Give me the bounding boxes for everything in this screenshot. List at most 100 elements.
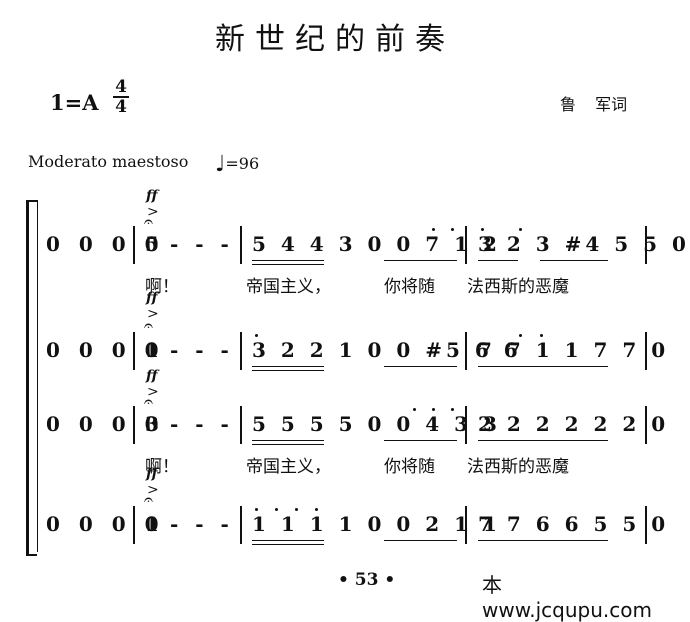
measure-2: 5 5 5 5 0 0 4 3 3 <box>252 412 501 436</box>
beam <box>252 260 324 261</box>
measure-3: 2 2 2 2 2 2 0 <box>478 412 670 436</box>
fermata-icon: 𝄐 <box>144 490 153 509</box>
accent-mark: > <box>147 204 159 220</box>
beam <box>540 260 608 261</box>
dynamic-marking: ff <box>146 290 158 306</box>
beam <box>252 366 324 367</box>
lyric-line: 你将随 <box>384 457 435 477</box>
beam <box>384 366 457 367</box>
measure-3: 3 2 3 #4 5 5 0 <box>478 232 690 256</box>
site-watermark: 本www.jcqupu.com <box>482 573 652 622</box>
system-bracket-line <box>37 200 38 552</box>
beam <box>252 444 324 445</box>
octave-dot <box>540 334 543 337</box>
barline <box>240 226 242 264</box>
time-signature: 4 4 <box>113 78 129 116</box>
lyric-line: 啊！ <box>145 457 179 477</box>
beam <box>252 370 324 371</box>
time-sig-bottom: 4 <box>115 97 127 117</box>
octave-dot <box>432 228 435 231</box>
barline <box>645 226 647 264</box>
barline <box>465 506 467 544</box>
beam <box>252 264 324 265</box>
barline <box>240 506 242 544</box>
hold-dashes: - - - <box>170 512 234 536</box>
octave-dot <box>432 408 435 411</box>
measure-2: 5 4 4 3 0 0 7 1 2 <box>252 232 501 256</box>
barline <box>645 506 647 544</box>
lyricist-credit: 鲁 军词 <box>560 95 628 114</box>
staff-rests: 0 0 0 0 <box>46 232 165 256</box>
octave-dot <box>451 228 454 231</box>
beam <box>384 540 457 541</box>
barline <box>645 332 647 370</box>
barline <box>133 506 135 544</box>
octave-dot <box>275 508 278 511</box>
fermata-icon: 𝄐 <box>144 316 153 335</box>
octave-dot <box>413 408 416 411</box>
octave-dot <box>519 334 522 337</box>
hold-dashes: - - - <box>170 412 234 436</box>
score-title: 新世纪的前奏 <box>215 22 455 57</box>
beam <box>252 440 324 441</box>
tempo-marking: Moderato maestoso <box>28 152 189 171</box>
barline <box>240 332 242 370</box>
beam <box>478 260 518 261</box>
barline <box>133 332 135 370</box>
beam <box>478 540 608 541</box>
measure-2: 1 1 1 1 0 0 2 1 1 <box>252 512 501 536</box>
barline <box>465 226 467 264</box>
beam <box>252 540 324 541</box>
dynamic-marking: ff <box>146 368 158 384</box>
beam <box>384 440 457 441</box>
hold-dashes: - - - <box>170 338 234 362</box>
beam <box>252 544 324 545</box>
system-bracket <box>26 200 37 556</box>
held-note: 3 <box>145 412 164 436</box>
staff-rests: 0 0 0 0 <box>46 512 165 536</box>
lyric-line: 法西斯的恶魔 <box>467 277 569 297</box>
octave-dot <box>519 228 522 231</box>
beam <box>384 260 457 261</box>
accent-mark: > <box>147 384 159 400</box>
lyric-line: 啊！ <box>145 277 179 297</box>
dynamic-marking: ff <box>146 466 158 482</box>
beam <box>478 366 608 367</box>
barline <box>645 406 647 444</box>
lyric-line: 帝国主义， <box>246 457 331 477</box>
held-note: 1 <box>145 338 164 362</box>
beam <box>478 440 608 441</box>
octave-dot <box>255 508 258 511</box>
staff-rests: 0 0 0 0 <box>46 338 165 362</box>
dynamic-marking: ff <box>146 188 158 204</box>
octave-dot <box>255 334 258 337</box>
octave-dot <box>481 228 484 231</box>
hold-dashes: - - - <box>170 232 234 256</box>
measure-2: 3 2 2 1 0 0 #5 6 6 <box>252 338 522 362</box>
barline <box>133 226 135 264</box>
quarter-note-icon: ♩ <box>215 152 226 177</box>
metronome-marking: ♩=96 <box>215 150 260 177</box>
fermata-icon: 𝄐 <box>144 392 153 411</box>
metronome-value: =96 <box>225 154 260 173</box>
octave-dot <box>295 508 298 511</box>
barline <box>465 332 467 370</box>
accent-mark: > <box>147 482 159 498</box>
held-note: 5 <box>145 232 164 256</box>
fermata-icon: 𝄐 <box>144 212 153 231</box>
lyric-line: 你将随 <box>384 277 435 297</box>
time-sig-top: 4 <box>113 78 129 98</box>
page-number: • 53 • <box>338 570 396 590</box>
staff-rests: 0 0 0 0 <box>46 412 165 436</box>
held-note: 1 <box>145 512 164 536</box>
accent-mark: > <box>147 306 159 322</box>
barline <box>240 406 242 444</box>
measure-3: 7 7 1 1 7 7 0 <box>478 338 670 362</box>
barline <box>465 406 467 444</box>
octave-dot <box>315 508 318 511</box>
measure-3: 7 7 6 6 5 5 0 <box>478 512 670 536</box>
octave-dot <box>451 408 454 411</box>
key-signature: 1=A <box>50 90 99 115</box>
barline <box>133 406 135 444</box>
lyric-line: 帝国主义， <box>246 277 331 297</box>
